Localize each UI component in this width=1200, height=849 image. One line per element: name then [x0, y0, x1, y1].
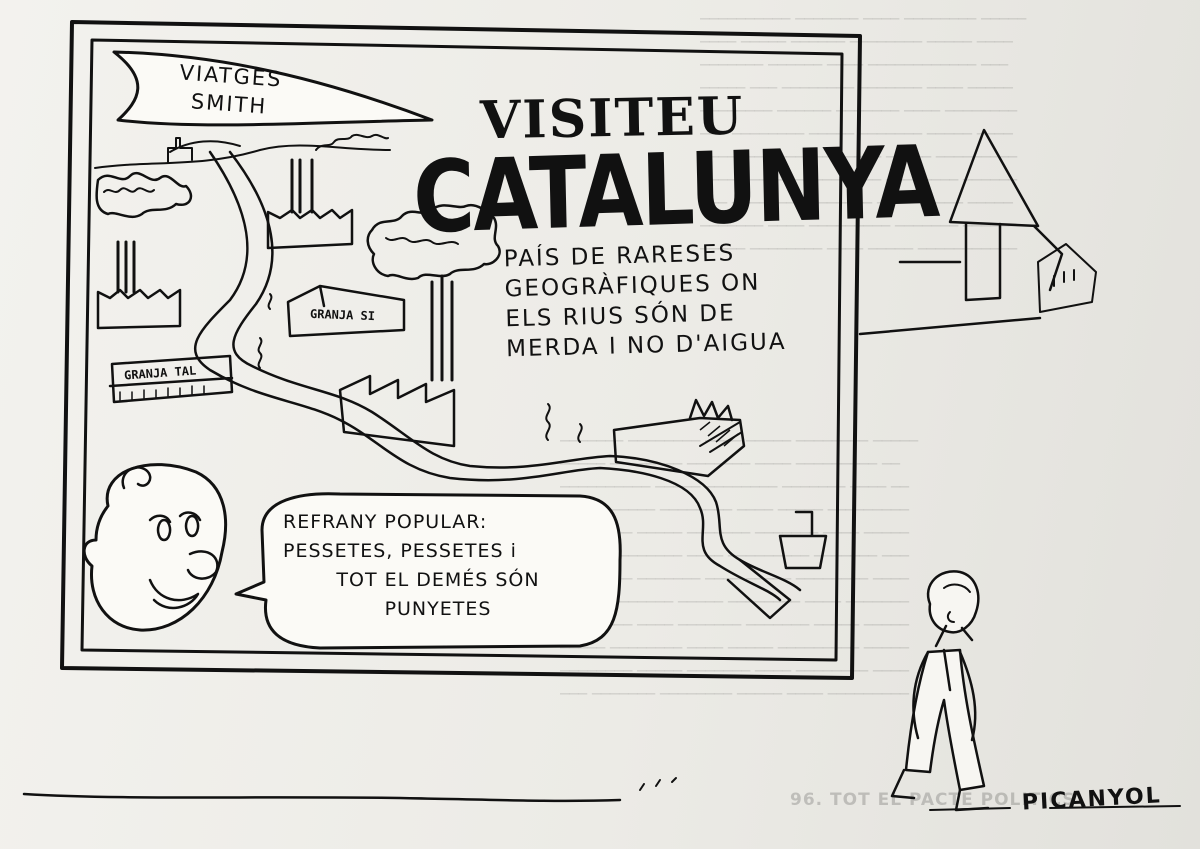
river-bank [228, 150, 802, 592]
river [193, 150, 782, 602]
house-body [964, 222, 1002, 302]
farm-right [286, 284, 406, 338]
bleed-through-text-lower: ─────── ──────── ──── ───── ──────── ───… [560, 432, 918, 703]
stink-lines-1 [545, 403, 551, 441]
wall-line [858, 260, 1042, 336]
poster-outer-frame [60, 20, 862, 680]
poster-title-catalunya: CATALUNYA [412, 123, 940, 256]
bleed-through-caption: 96. TOT EL PACTE POLITICS [790, 790, 1076, 810]
house-side [1037, 243, 1097, 313]
trees-scribble-2 [103, 187, 155, 193]
house-roof [948, 128, 1040, 228]
character-hair-curl [121, 466, 152, 490]
hill-line [94, 144, 391, 169]
ground-line [22, 792, 622, 803]
ruined-building-hatching [699, 421, 739, 447]
speech-line-3: TOT EL DEMÉS SÓN [336, 569, 540, 591]
walking-man [890, 570, 990, 812]
distant-factory [167, 137, 193, 163]
speech-bubble [234, 492, 622, 650]
speech-text: REFRANY POPULAR: PESSETES, PESSETES i TO… [283, 508, 593, 624]
speech-line-4: PUNYETES [384, 598, 492, 620]
speech-line-2: PESSETES, PESSETES i [283, 540, 517, 562]
bucket [778, 510, 828, 570]
stink-lines-3 [267, 293, 273, 310]
factory-top [266, 208, 354, 250]
banner-pennant [112, 50, 434, 127]
trees-scribble [95, 171, 193, 219]
speech-line-1: REFRANY POPULAR: [283, 511, 488, 533]
smoke-center [366, 203, 501, 281]
stink-lines-2 [577, 423, 583, 443]
stink-lines-4 [257, 337, 263, 369]
river-end [726, 558, 792, 620]
factory-center [338, 374, 456, 448]
smoke-top [315, 133, 389, 151]
ruined-building [612, 416, 746, 478]
farm-left [108, 354, 234, 404]
factory-left [96, 288, 182, 330]
poster-subtitle: PAÍS DE RARESES GEOGRÀFIQUES ON ELS RIUS… [503, 236, 836, 365]
character-head [82, 463, 228, 632]
poster-inner-frame [80, 38, 844, 662]
banner-text: VIATGES SMITH [158, 57, 302, 123]
farm-label-right: GRANJA SI [309, 306, 376, 324]
character-nose [186, 550, 219, 580]
character-mouth [148, 578, 200, 610]
